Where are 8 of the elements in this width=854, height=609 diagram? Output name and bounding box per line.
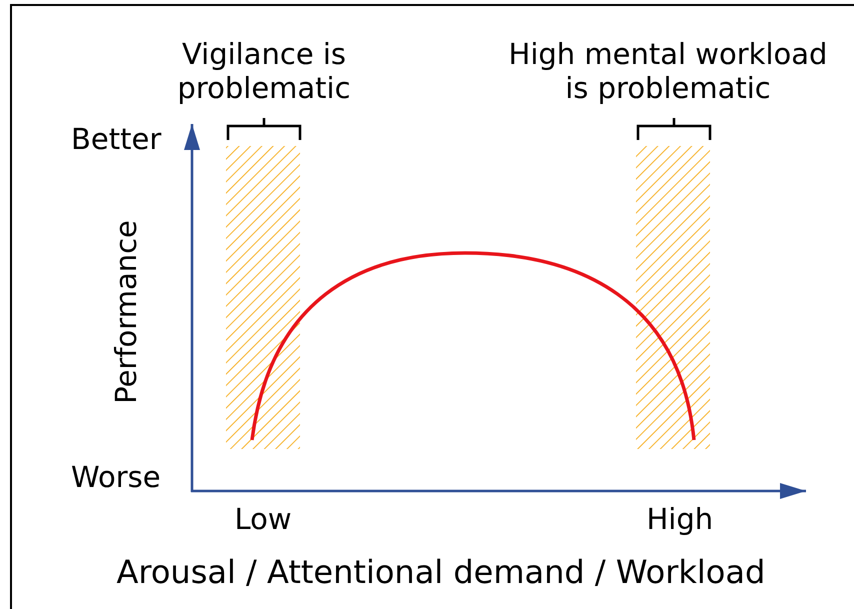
axis-title: Performance [108, 220, 143, 404]
axis-title: Arousal / Attentional demand / Workload [116, 555, 766, 589]
axis-end-label: Worse [71, 460, 161, 494]
tick-label: Low [234, 502, 292, 536]
annotation: Vigilance is problematic [176, 37, 352, 105]
tick-label: High [646, 502, 714, 536]
annotation: High mental workload is problematic [508, 37, 828, 105]
axis-end-label: Better [71, 122, 162, 156]
